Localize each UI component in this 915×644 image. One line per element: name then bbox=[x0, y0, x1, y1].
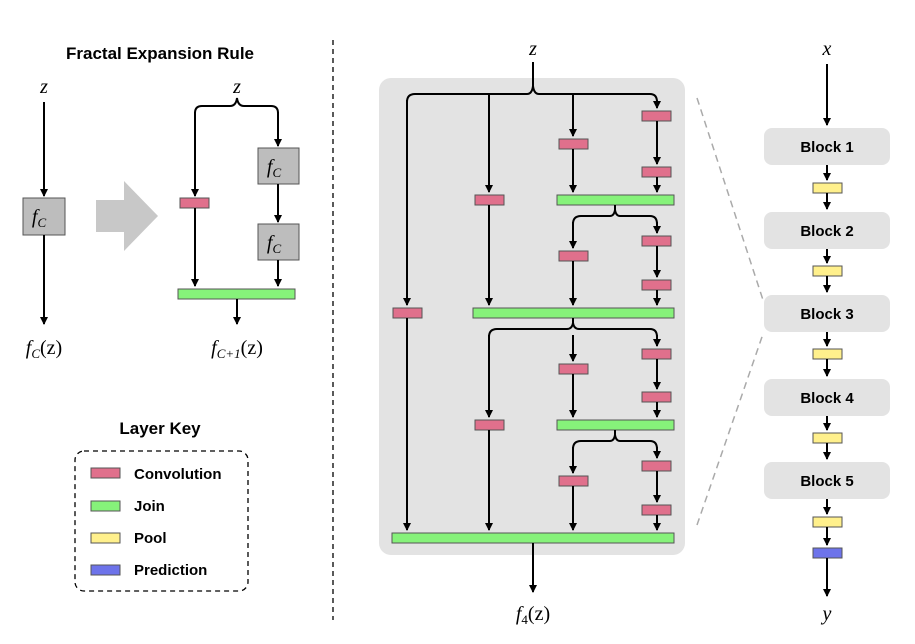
block-4-label: Block 4 bbox=[800, 390, 854, 407]
brace-2 bbox=[572, 209, 658, 225]
pool-3 bbox=[812, 348, 843, 360]
col4-conv-8 bbox=[641, 504, 672, 516]
layer-key-box bbox=[74, 450, 249, 592]
pool-1 bbox=[812, 182, 843, 194]
net-input-x: x bbox=[822, 38, 832, 60]
block-4 bbox=[764, 379, 890, 416]
expanded-conv-layer bbox=[179, 197, 210, 209]
col4-conv-6 bbox=[641, 391, 672, 403]
block-2 bbox=[764, 212, 890, 249]
col4-conv-7 bbox=[641, 460, 672, 472]
pool-5 bbox=[812, 516, 843, 528]
f4-input-z: z bbox=[528, 38, 537, 60]
f4-output-label: f4(z) bbox=[516, 603, 550, 627]
key-swatch-convolution bbox=[90, 467, 121, 479]
block-3-label: Block 3 bbox=[800, 306, 853, 323]
key-swatch-join bbox=[90, 500, 121, 512]
zoom-guide-bottom bbox=[696, 333, 764, 526]
col1-conv bbox=[392, 307, 423, 319]
block-1 bbox=[764, 128, 890, 165]
brace-3 bbox=[488, 322, 658, 338]
col4-conv-2 bbox=[641, 166, 672, 178]
key-swatch-pool bbox=[90, 532, 121, 544]
zoom-guide-top bbox=[696, 97, 764, 301]
join-1 bbox=[556, 194, 675, 206]
key-label-convolution: Convolution bbox=[134, 466, 221, 483]
col4-conv-3 bbox=[641, 235, 672, 247]
f4-top-brace bbox=[406, 85, 658, 103]
expanded-input-z: z bbox=[232, 76, 241, 98]
rule-input-z: z bbox=[39, 76, 48, 98]
col3-conv-2 bbox=[558, 250, 589, 262]
pool-2 bbox=[812, 265, 843, 277]
key-label-pool: Pool bbox=[134, 530, 167, 547]
expanded-output-label: fC+1(z) bbox=[211, 337, 263, 361]
block-3 bbox=[764, 295, 890, 332]
brace-4 bbox=[572, 434, 658, 450]
col4-conv-4 bbox=[641, 279, 672, 291]
net-output-y: y bbox=[821, 603, 832, 625]
fc-output-label: fC(z) bbox=[26, 337, 62, 361]
col2-conv-bottom bbox=[474, 419, 505, 431]
join-2 bbox=[472, 307, 675, 319]
layer-key-title: Layer Key bbox=[119, 419, 201, 438]
col4-conv-5 bbox=[641, 348, 672, 360]
expanded-join-layer bbox=[177, 288, 296, 300]
fc-block-label: fC bbox=[32, 206, 47, 230]
col3-conv-3 bbox=[558, 363, 589, 375]
col3-conv-4 bbox=[558, 475, 589, 487]
expanded-fc-block-top bbox=[257, 147, 300, 185]
col3-conv-1 bbox=[558, 138, 589, 150]
block-5 bbox=[764, 462, 890, 499]
expanded-fc-label-bottom: fC bbox=[267, 232, 282, 256]
join-final bbox=[391, 532, 675, 544]
prediction-layer bbox=[812, 547, 843, 559]
expanded-brace bbox=[194, 97, 279, 114]
col4-conv-1 bbox=[641, 110, 672, 122]
block-2-label: Block 2 bbox=[800, 223, 853, 240]
key-label-prediction: Prediction bbox=[134, 562, 207, 579]
block-1-label: Block 1 bbox=[800, 139, 853, 156]
pool-4 bbox=[812, 432, 843, 444]
key-swatch-prediction bbox=[90, 564, 121, 576]
block-5-label: Block 5 bbox=[800, 473, 853, 490]
expansion-rule-title: Fractal Expansion Rule bbox=[66, 44, 254, 63]
expansion-arrow-icon bbox=[96, 181, 158, 251]
join-3 bbox=[556, 419, 675, 431]
key-label-join: Join bbox=[134, 498, 165, 515]
col2-conv-top bbox=[474, 194, 505, 206]
expanded-fc-label-top: fC bbox=[267, 156, 282, 180]
